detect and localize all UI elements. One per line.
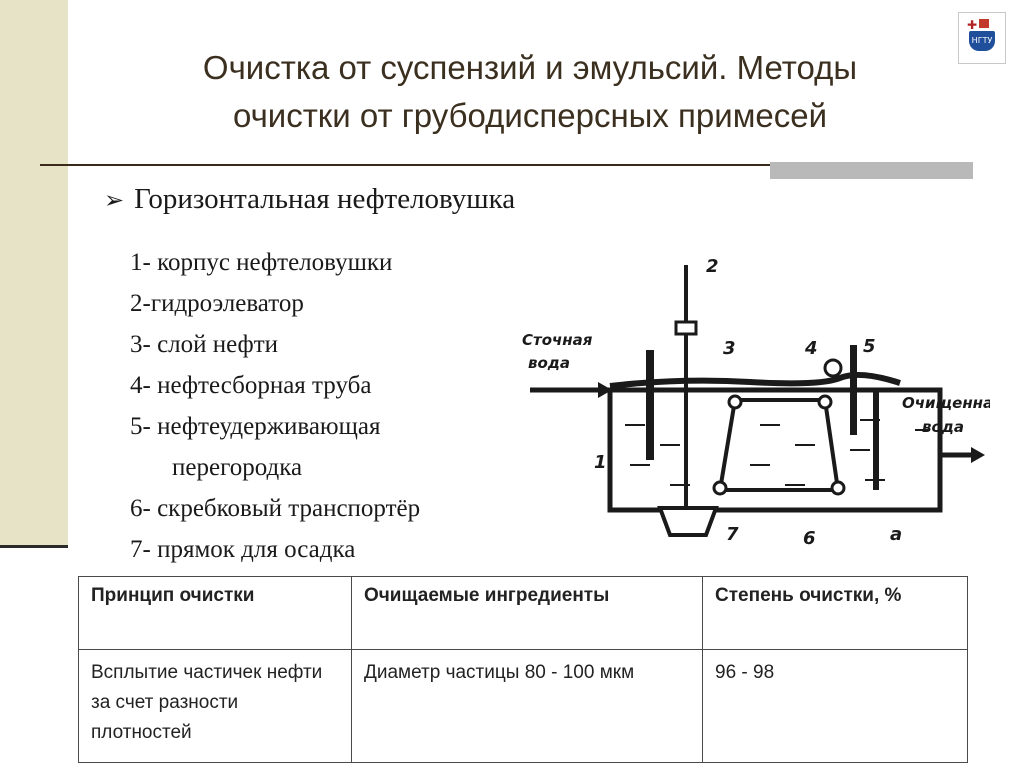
diagram-label-7: 7 bbox=[726, 524, 739, 545]
slide-title: Очистка от суспензий и эмульсий. Методы … bbox=[110, 44, 950, 140]
diagram-label-5: 5 bbox=[863, 336, 876, 357]
outlet-label-line1: Очищенная bbox=[902, 394, 990, 412]
diagram-label-3: 3 bbox=[723, 338, 736, 359]
arrow-right-icon: ➢ bbox=[104, 186, 125, 214]
outlet-partition bbox=[873, 390, 879, 490]
left-decor-band bbox=[0, 0, 68, 548]
oil-retaining-partition bbox=[850, 345, 857, 435]
legend-item: 6- скребковый транспортёр bbox=[130, 495, 421, 522]
inlet-baffle bbox=[646, 350, 654, 460]
header-ingredients: Очищаемые ингредиенты bbox=[351, 576, 703, 650]
cleaning-parameters-table: Принцип очистки Очищаемые ингредиенты Ст… bbox=[78, 576, 968, 763]
title-divider-line bbox=[40, 164, 970, 166]
water-hatching bbox=[625, 419, 930, 486]
title-divider-bar bbox=[770, 162, 973, 179]
cell-ingredients: Диаметр частицы 80 - 100 мкм bbox=[351, 649, 703, 763]
title-line-1: Очистка от суспензий и эмульсий. Методы bbox=[202, 49, 858, 86]
oil-collecting-pipe bbox=[823, 358, 843, 378]
conveyor-roller bbox=[830, 480, 846, 496]
legend-item: 7- прямок для осадка bbox=[130, 536, 356, 563]
logo-shield: НГТУ bbox=[969, 31, 995, 51]
cell-degree: 96 - 98 bbox=[702, 649, 968, 763]
component-legend: 1- корпус нефтеловушки 2-гидроэлеватор 3… bbox=[130, 242, 420, 570]
conveyor-roller bbox=[817, 394, 833, 410]
cell-principle: Всплытие частичек нефти за счет разности… bbox=[78, 649, 352, 763]
legend-item: 4- нефтесборная труба bbox=[130, 372, 372, 399]
legend-item: 1- корпус нефтеловушки bbox=[130, 249, 393, 276]
outlet-arrowhead bbox=[971, 447, 985, 463]
header-principle: Принцип очистки bbox=[78, 576, 352, 650]
flag-icon bbox=[979, 19, 989, 28]
legend-item: 5- нефтеудерживающая bbox=[130, 413, 381, 440]
title-line-2: очистки от грубодисперсных примесей bbox=[232, 97, 828, 134]
section-heading: ➢ Горизонтальная нефтеловушка bbox=[104, 183, 515, 216]
legend-item: 3- слой нефти bbox=[130, 331, 279, 358]
conveyor-roller bbox=[712, 480, 728, 496]
legend-item: перегородка bbox=[172, 454, 303, 481]
inlet-label-line2: вода bbox=[528, 354, 570, 372]
cross-icon: ✚ bbox=[967, 18, 978, 32]
outlet-label-line2: вода bbox=[922, 418, 964, 436]
inlet-label-line1: Сточная bbox=[522, 331, 593, 349]
left-decor-line bbox=[0, 545, 68, 548]
oil-trap-diagram: Сточная вода Очищенная вода 1 2 3 4 5 6 … bbox=[522, 256, 990, 549]
oil-layer bbox=[609, 371, 901, 389]
conveyor-roller bbox=[727, 394, 743, 410]
diagram-label-6: 6 bbox=[803, 528, 816, 549]
diagram-label-2: 2 bbox=[706, 256, 719, 277]
inlet-arrowhead bbox=[598, 382, 612, 398]
header-degree: Степень очистки, % bbox=[702, 576, 968, 650]
hydroelevator-valve bbox=[674, 320, 698, 336]
table-row: Всплытие частичек нефти за счет разности… bbox=[78, 649, 968, 763]
legend-item: 2-гидроэлеватор bbox=[130, 290, 304, 317]
section-heading-text: Горизонтальная нефтеловушка bbox=[134, 183, 516, 215]
diagram-label-4: 4 bbox=[804, 338, 818, 359]
sludge-pit bbox=[657, 506, 719, 537]
table-header-row: Принцип очистки Очищаемые ингредиенты Ст… bbox=[78, 576, 968, 650]
university-logo: ✚ НГТУ bbox=[958, 12, 1006, 64]
diagram-label-1: 1 bbox=[594, 452, 607, 473]
figure-letter: а bbox=[890, 524, 902, 545]
